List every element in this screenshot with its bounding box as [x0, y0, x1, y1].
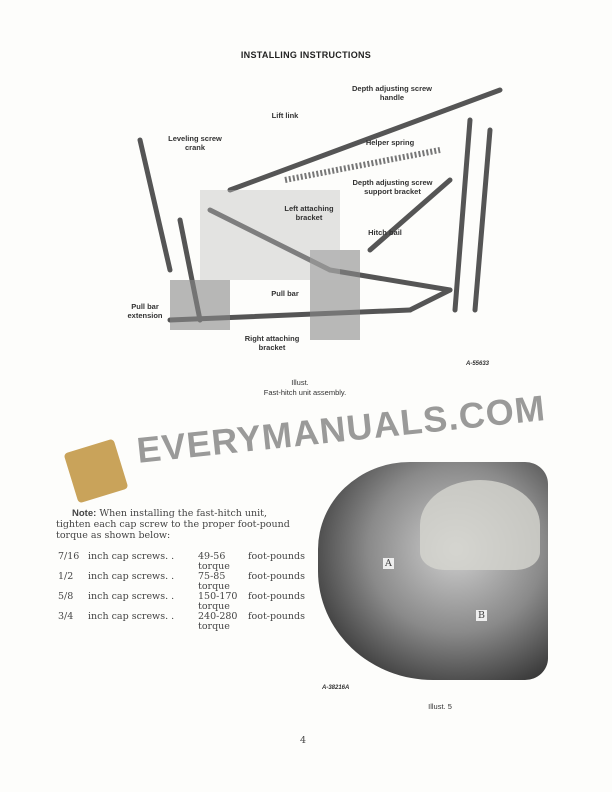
range: 75-85: [198, 571, 226, 582]
desc: inch cap screws. .: [88, 591, 175, 602]
label-pull-bar-extension: Pull bar extension: [127, 302, 163, 320]
size: 7/16: [58, 551, 80, 562]
label-left-bracket: Left attaching bracket: [284, 204, 334, 222]
figure1-caption: Fast-hitch unit assembly.: [263, 388, 347, 397]
label-depth-support: Depth adjusting screw support bracket: [352, 178, 433, 196]
unit2: torque: [198, 621, 230, 632]
note-paragraph: Note: When installing the fast-hitch uni…: [56, 508, 296, 541]
label-leveling-crank: Leveling screw crank: [168, 134, 222, 152]
tractor-housing: [420, 480, 540, 570]
label-depth-handle: Depth adjusting screw handle: [352, 84, 433, 102]
figure1-caption-number: Illust.: [291, 378, 309, 387]
label-hitch-bail: Hitch bail: [368, 228, 402, 237]
unit: foot-pounds: [248, 611, 305, 622]
desc: inch cap screws. .: [88, 611, 175, 622]
size: 5/8: [58, 591, 74, 602]
unit2: torque: [198, 561, 230, 572]
note-lead: Note:: [72, 508, 97, 519]
watermark-text: EVERYMANUALS.COM: [134, 387, 548, 471]
range: 240-280: [198, 611, 238, 622]
desc: inch cap screws. .: [88, 571, 175, 582]
fast-hitch-illustration: [137, 87, 503, 340]
label-lift-link: Lift link: [271, 111, 299, 120]
size: 3/4: [58, 611, 74, 622]
unit2: torque: [198, 581, 230, 592]
page-title: INSTALLING INSTRUCTIONS: [240, 50, 372, 60]
range: 49-56: [198, 551, 226, 562]
page-number: 4: [300, 735, 307, 746]
photo-label-b: B: [476, 610, 487, 621]
unit: foot-pounds: [248, 591, 305, 602]
unit2: torque: [198, 601, 230, 612]
size: 1/2: [58, 571, 74, 582]
unit: foot-pounds: [248, 571, 305, 582]
photo-label-a: A: [383, 558, 394, 569]
figure2-code: A-38216A: [322, 685, 350, 691]
label-right-bracket: Right attaching bracket: [244, 334, 300, 352]
label-helper-spring: Helper spring: [365, 138, 415, 147]
note-text: When installing the fast-hitch unit, tig…: [56, 508, 290, 541]
desc: inch cap screws. .: [88, 551, 175, 562]
range: 150-170: [198, 591, 238, 602]
label-pull-bar: Pull bar: [271, 289, 299, 298]
unit: foot-pounds: [248, 551, 305, 562]
watermark-logo: [63, 438, 129, 504]
figure1-code: A-55633: [466, 361, 490, 367]
figure2-caption: Illust. 5: [428, 702, 452, 711]
